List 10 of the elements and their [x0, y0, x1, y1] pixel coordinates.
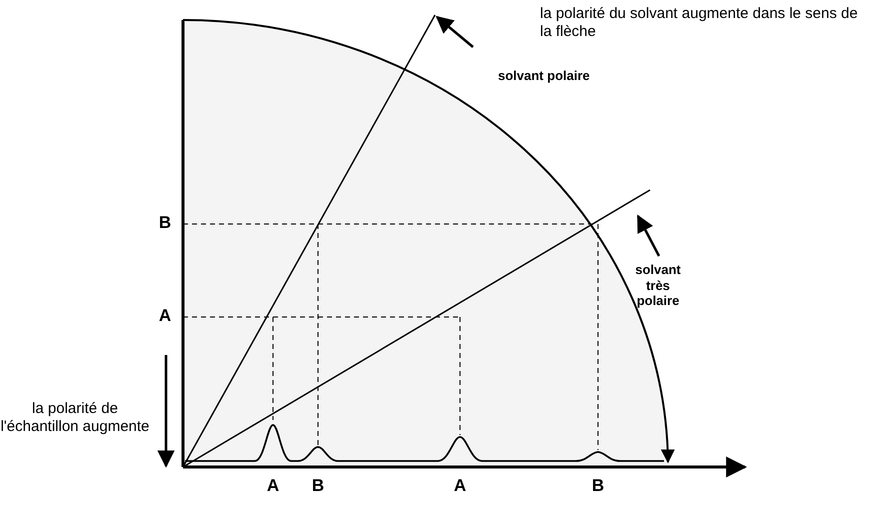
axis-title: la polarité de l'échantillon augmente	[0, 400, 150, 436]
annotation-text: la polarité du solvant augmente dans le sens de la flèche	[540, 5, 859, 41]
peak-label: A	[266, 476, 280, 496]
solvent-label: solvant très polaire	[634, 262, 682, 309]
axis-label: B	[158, 213, 172, 234]
peak-label: B	[590, 476, 606, 496]
axis-label: A	[158, 306, 172, 326]
solvent-label: solvant polaire	[498, 68, 591, 84]
peak-label: A	[452, 476, 468, 496]
peak-label: B	[310, 476, 326, 496]
